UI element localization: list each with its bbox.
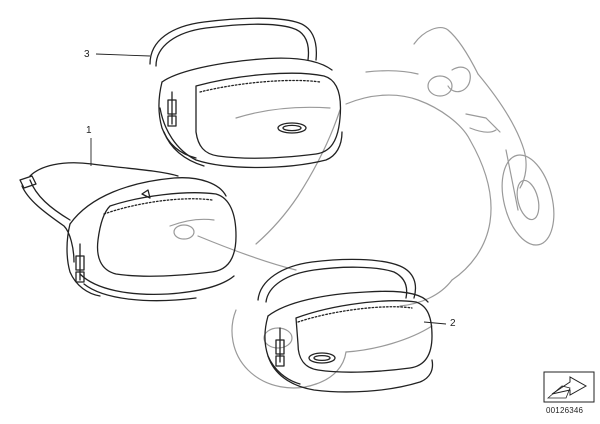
right-bag-item-2: [257, 258, 434, 393]
leader-line-3: [95, 53, 151, 57]
top-bag-item-3: [149, 17, 343, 169]
left-bag-item-1: [19, 162, 237, 302]
part-number-label: 00126346: [546, 406, 584, 415]
motorcycle-outline: [169, 27, 555, 389]
callout-leaders: [90, 53, 447, 325]
callout-label-3: 3: [84, 49, 90, 60]
arrow-icon: [543, 371, 595, 403]
leader-line-2: [423, 321, 447, 325]
callout-label-1: 1: [86, 125, 92, 136]
callout-label-2: 2: [450, 318, 456, 329]
